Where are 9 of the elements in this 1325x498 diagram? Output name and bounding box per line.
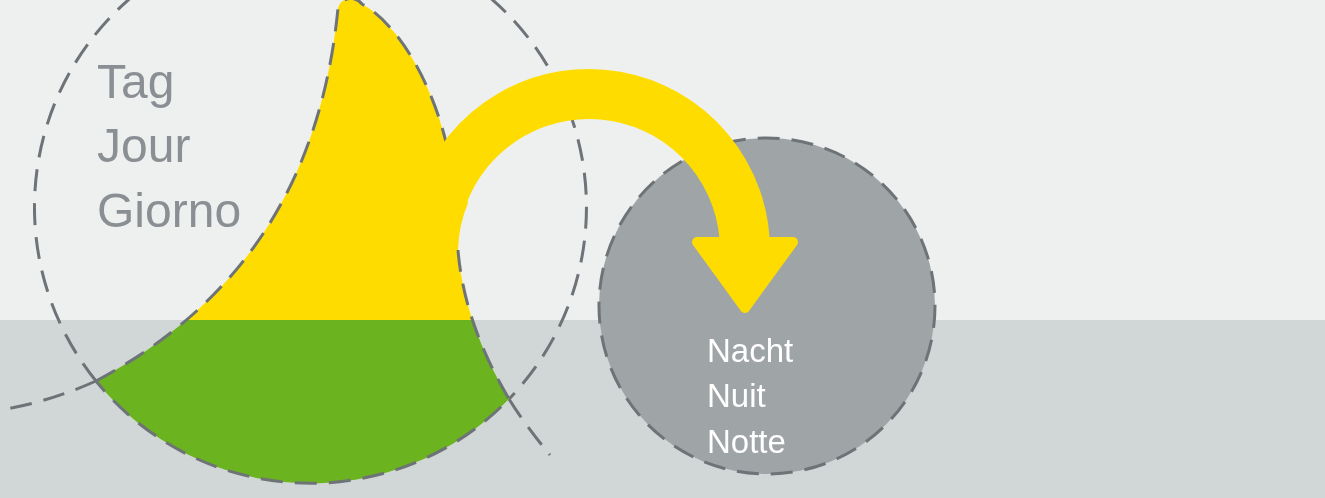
drop-shape — [94, 0, 511, 485]
circle-label: Giorno — [97, 183, 242, 239]
circle-label: Nacht — [707, 331, 794, 371]
circle-label: Jour — [97, 118, 191, 174]
circle-label: Notte — [707, 422, 786, 462]
dashed-circle — [33, 0, 589, 483]
circle-label: Tag — [97, 54, 175, 110]
filled-circle — [597, 136, 937, 476]
circle-label: Nuit — [707, 376, 766, 416]
